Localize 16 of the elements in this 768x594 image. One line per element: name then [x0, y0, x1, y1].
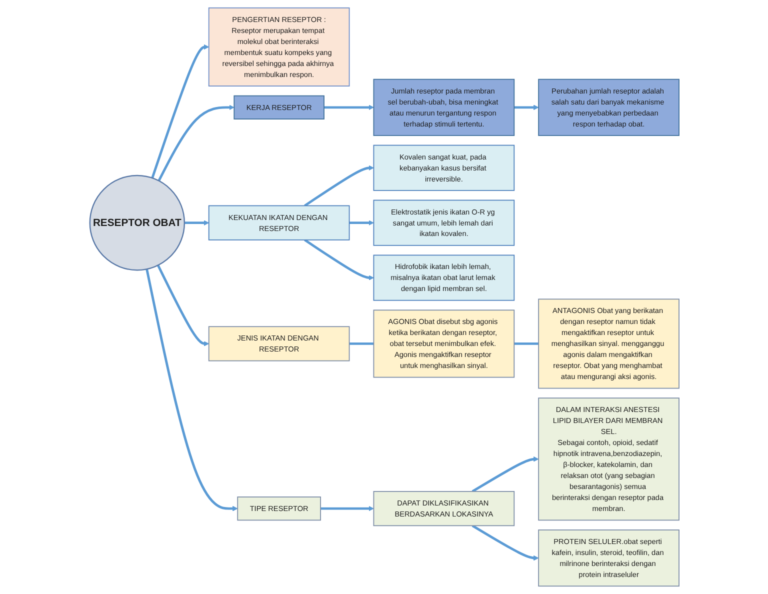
arrow — [348, 220, 374, 226]
arrow — [184, 220, 209, 226]
arrow — [471, 524, 538, 561]
connector — [514, 342, 538, 345]
arrow — [324, 104, 374, 110]
node-circle: RESEPTOR OBAT — [88, 174, 185, 271]
arrow — [145, 268, 238, 512]
arrow — [150, 44, 209, 178]
arrow — [304, 238, 374, 280]
arrow — [157, 104, 234, 182]
arrow — [514, 104, 538, 110]
connector — [348, 342, 374, 345]
arrow — [304, 165, 374, 207]
arrow — [156, 264, 209, 346]
arrow — [471, 456, 538, 493]
arrow — [320, 506, 374, 512]
